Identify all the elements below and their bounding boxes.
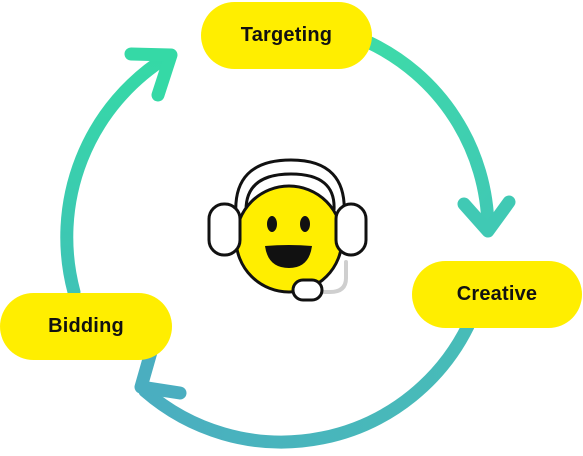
step-bidding: Bidding [0,293,172,360]
step-bidding-label: Bidding [48,315,124,337]
step-creative-label: Creative [456,283,538,305]
step-creative: Creative [412,261,582,328]
arrow-bidding-to-targeting [60,47,178,299]
step-targeting: Targeting [201,2,372,69]
headset-smiley-icon [207,158,368,302]
step-targeting-label: Targeting [240,24,333,46]
arrow-creative-to-bidding [134,319,475,449]
arrow-targeting-to-creative [361,35,516,238]
